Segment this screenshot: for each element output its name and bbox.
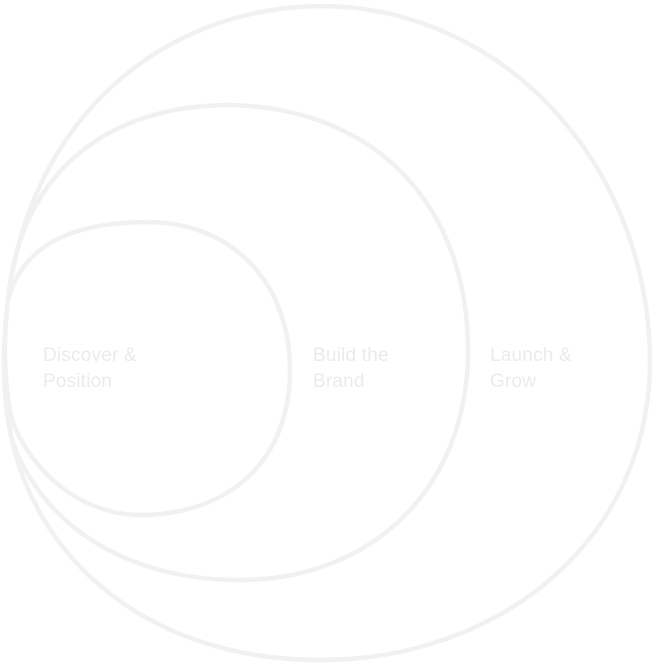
stage-label-line: Position	[43, 371, 113, 392]
stage-label-launch: Launch & Grow	[490, 343, 572, 395]
stage-label-line: Discover &	[43, 345, 137, 366]
middle-ring	[2, 102, 471, 583]
stage-label-build: Build the Brand	[313, 343, 389, 395]
inner-ring	[2, 219, 293, 518]
stage-label-line: Grow	[490, 371, 537, 392]
stage-label-line: Brand	[313, 371, 365, 392]
stage-label-line: Launch &	[490, 345, 572, 366]
outer-ring	[1, 3, 653, 663]
stage-label-line: Build the	[313, 345, 389, 366]
stage-label-discover: Discover & Position	[43, 343, 137, 395]
